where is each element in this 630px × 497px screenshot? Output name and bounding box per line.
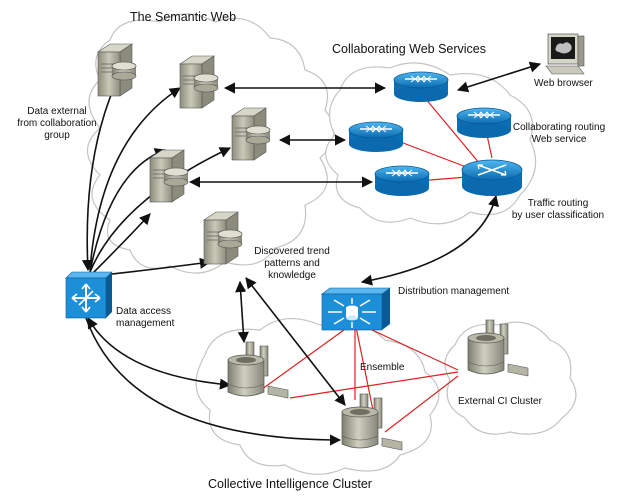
semantic-web-title: The Semantic Web <box>130 10 237 24</box>
web-browser-terminal-icon <box>545 33 585 75</box>
server-icon <box>179 55 219 109</box>
collab-routing-label: Collaborating routing Web service <box>512 122 606 145</box>
data-external-label: Data external from collaboration group <box>17 106 97 141</box>
traffic-routing-router-icon <box>461 159 523 196</box>
external-ci-label: External CI Cluster <box>458 396 542 407</box>
external-ci-cloud <box>444 321 577 435</box>
router-icon <box>374 165 430 197</box>
data-access-label: Data access management <box>116 306 175 329</box>
server-icon <box>97 43 137 97</box>
ci-cluster-title: Collective Intelligence Cluster <box>208 477 372 491</box>
distribution-label: Distribution management <box>398 286 510 297</box>
web-browser-label: Web browser <box>534 78 593 89</box>
server-icon <box>203 211 243 265</box>
data-access-switch-icon <box>65 271 113 319</box>
router-icon <box>348 121 404 153</box>
router-icon <box>456 107 512 139</box>
server-icon <box>149 149 189 203</box>
collab-services-title: Collaborating Web Services <box>332 42 487 56</box>
server-icon <box>231 107 271 161</box>
discovered-label: Discovered trend patterns and knowledge <box>254 246 330 281</box>
distribution-management-icon <box>321 287 391 331</box>
router-icon <box>393 71 449 103</box>
ci-cluster-cloud <box>195 317 440 475</box>
traffic-routing-label: Traffic routing by user classification <box>511 198 605 221</box>
ensemble-label: Ensemble <box>360 362 405 373</box>
